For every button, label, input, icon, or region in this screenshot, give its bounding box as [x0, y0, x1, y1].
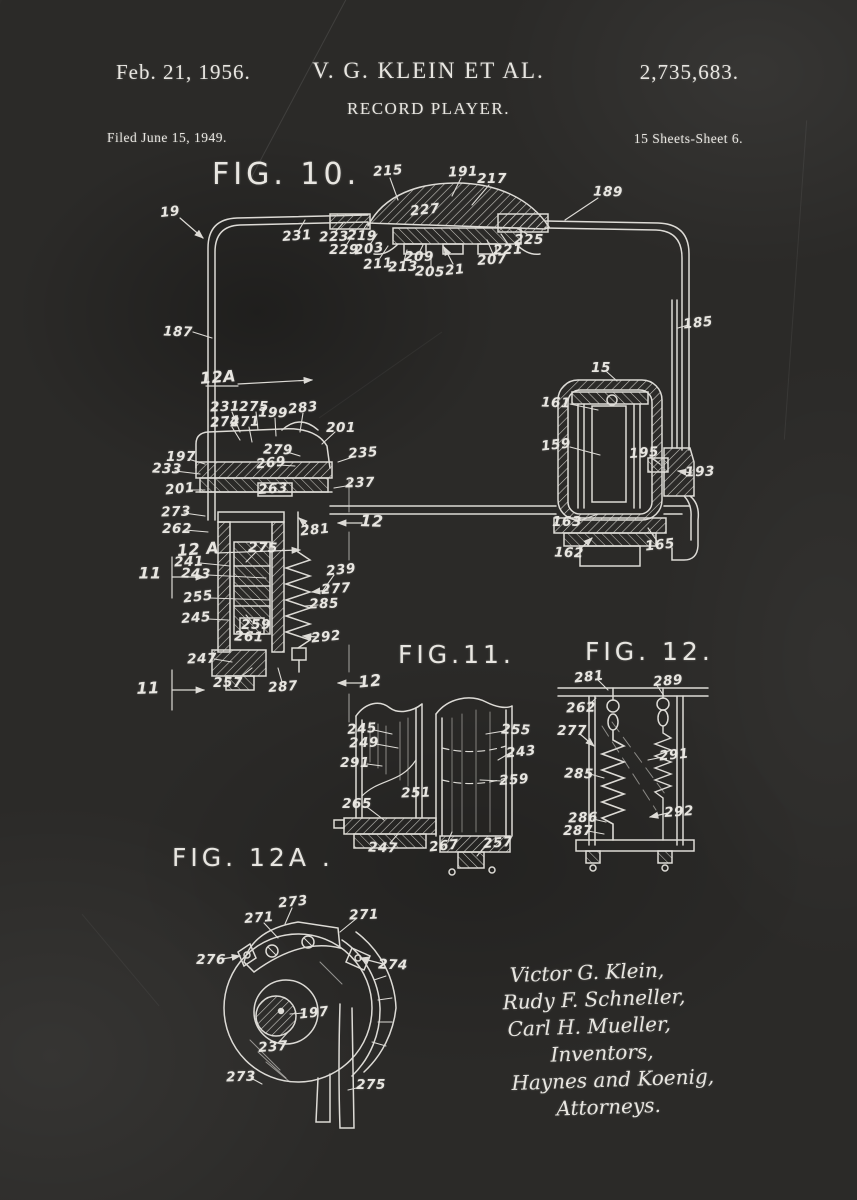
fig12a-title: FIG. 12A . — [172, 843, 334, 872]
sheet-number: 15 Sheets-Sheet 6. — [633, 131, 743, 146]
fig10-title: FIG. 10. — [212, 157, 361, 192]
inventor-names: V. G. KLEIN ET AL. — [312, 58, 545, 83]
filed-date: Filed June 15, 1949. — [107, 130, 227, 145]
signature-block: Victor G. Klein, Rudy F. Schneller, Carl… — [499, 954, 755, 1125]
publication-date: Feb. 21, 1956. — [116, 60, 251, 84]
invention-title: RECORD PLAYER. — [346, 99, 510, 118]
fig11-title: FIG.11. — [398, 640, 515, 669]
fig12-title: FIG. 12. — [585, 637, 714, 666]
patent-number: 2,735,683. — [639, 60, 739, 84]
